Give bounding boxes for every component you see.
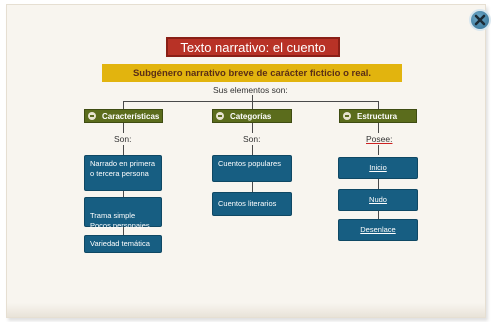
- category-categorias: Categorías: [212, 109, 292, 123]
- item-text: Variedad temática: [90, 239, 150, 248]
- connector-line: [378, 123, 379, 133]
- item-text: Nudo: [369, 195, 387, 204]
- list-item: Nudo: [338, 189, 418, 211]
- list-item: Narrado en primera o tercera persona: [84, 155, 162, 191]
- category-label: Estructura: [357, 111, 398, 121]
- close-button[interactable]: [469, 9, 491, 31]
- connector-line: [378, 145, 379, 155]
- connector-line: [123, 191, 124, 197]
- list-item: Trama simple Pocos personajes: [84, 197, 162, 230]
- bullet-icon: [343, 112, 351, 120]
- item-text: Desenlace: [360, 225, 396, 234]
- connector-line: [378, 101, 379, 109]
- connector-line: [252, 145, 253, 155]
- bullet-icon: [216, 112, 224, 120]
- category-caracteristicas: Características: [84, 109, 163, 123]
- sub-label: Son:: [243, 134, 261, 144]
- connector-line: [378, 179, 379, 189]
- connector-text: Sus elementos son:: [213, 85, 288, 95]
- connector-line: [378, 211, 379, 219]
- connector-label: Sus elementos son:: [213, 85, 288, 95]
- item-text: Cuentos literarios: [218, 199, 277, 208]
- item-text: Trama simple Pocos personajes: [90, 211, 150, 230]
- item-text: Narrado en primera o tercera persona: [90, 159, 156, 178]
- connector-line: [123, 101, 124, 109]
- connector-line: [123, 101, 379, 102]
- list-item: Inicio: [338, 157, 418, 179]
- connector-line: [123, 145, 124, 155]
- connector-line: [252, 101, 253, 109]
- bullet-icon: [88, 112, 96, 120]
- connector-line: [252, 123, 253, 133]
- list-item: Desenlace: [338, 219, 418, 241]
- category-label: Características: [102, 111, 160, 121]
- category-estructura: Estructura: [339, 109, 417, 123]
- sub-label: Son:: [114, 134, 132, 144]
- connector-line: [123, 123, 124, 133]
- connector-line: [252, 95, 253, 101]
- list-item: Cuentos populares: [212, 155, 292, 182]
- close-icon: [474, 14, 486, 26]
- diagram-title: Texto narrativo: el cuento: [166, 37, 340, 57]
- item-text: Cuentos populares: [218, 159, 281, 168]
- connector-line: [252, 182, 253, 192]
- item-text: Inicio: [369, 163, 387, 172]
- list-item: Variedad temática: [84, 235, 162, 253]
- diagram-subtitle: Subgénero narrativo breve de carácter fi…: [102, 64, 402, 82]
- category-label: Categorías: [230, 111, 272, 121]
- list-item: Cuentos literarios: [212, 192, 292, 216]
- sub-label: Posee:: [366, 134, 393, 144]
- connector-line: [123, 227, 124, 235]
